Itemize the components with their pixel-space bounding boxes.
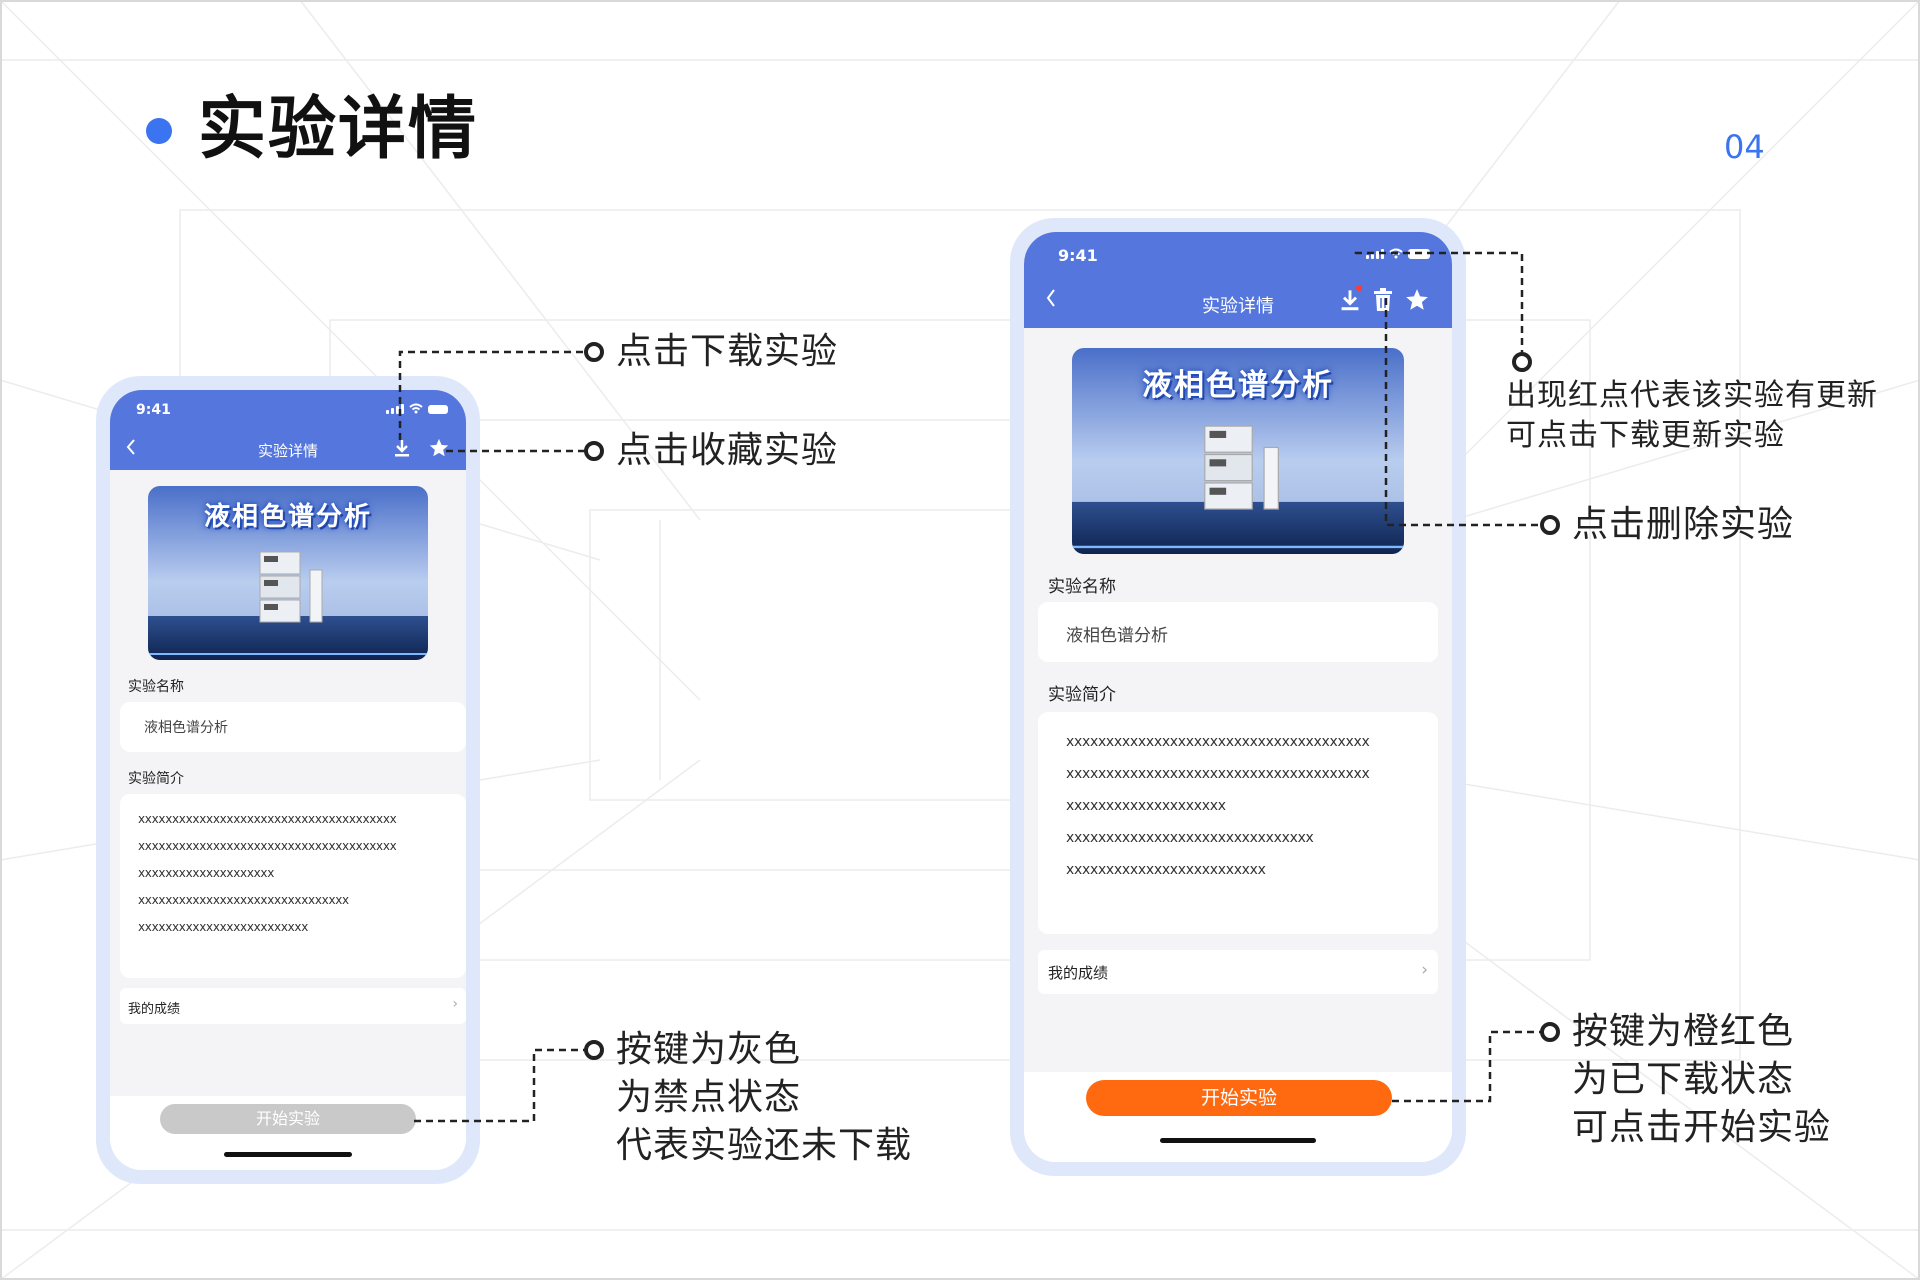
my-score-row[interactable]: 我的成绩 › — [120, 988, 466, 1024]
annotation-download: 点击下载实验 — [616, 331, 839, 372]
app-header-right: 9:41 实验详情 — [1024, 232, 1452, 328]
phone-mockup-left: 9:41 实验详情 — [96, 376, 480, 1184]
nav-title: 实验详情 — [1202, 296, 1274, 317]
annotation-orange-button-3: 可点击开始实验 — [1572, 1107, 1832, 1148]
delete-button[interactable] — [1372, 288, 1394, 316]
wifi-icon — [1389, 248, 1403, 259]
signal-icon — [1366, 249, 1384, 259]
annotation-favorite: 点击收藏实验 — [616, 430, 839, 471]
title-bullet — [146, 118, 172, 144]
start-experiment-button[interactable]: 开始实验 — [1086, 1080, 1392, 1116]
start-experiment-label: 开始实验 — [255, 1109, 320, 1128]
section-intro-label: 实验简介 — [128, 768, 184, 788]
home-indicator — [224, 1152, 352, 1157]
back-button[interactable] — [1044, 288, 1064, 310]
my-score-label: 我的成绩 — [128, 1002, 181, 1017]
intro-line: xxxxxxxxxxxxxxxxxxxxxxxxxxxxxxxxxxxxxx — [138, 812, 397, 826]
chevron-left-icon — [1046, 289, 1055, 307]
intro-line: xxxxxxxxxxxxxxxxxxxx — [1066, 798, 1226, 814]
download-icon — [395, 440, 409, 457]
favorite-button[interactable] — [428, 437, 450, 463]
start-experiment-label: 开始实验 — [1200, 1087, 1277, 1109]
phone-screen-right: 9:41 实验详情 — [1024, 232, 1452, 1162]
download-icon — [1341, 290, 1359, 311]
experiment-name-value: 液相色谱分析 — [144, 720, 228, 736]
battery-icon — [1408, 249, 1430, 259]
experiment-intro-card: xxxxxxxxxxxxxxxxxxxxxxxxxxxxxxxxxxxxxx x… — [1038, 712, 1438, 934]
intro-line: xxxxxxxxxxxxxxxxxxxxxxxxx — [1066, 862, 1266, 878]
chevron-left-icon — [126, 439, 135, 455]
chevron-right-icon: › — [1421, 960, 1428, 980]
experiment-name-value: 液相色谱分析 — [1066, 626, 1168, 646]
experiment-name-card: 液相色谱分析 — [120, 702, 466, 752]
annotation-grey-button-1: 按键为灰色 — [616, 1029, 802, 1070]
battery-icon — [428, 405, 448, 414]
my-score-label: 我的成绩 — [1048, 964, 1109, 982]
start-experiment-button[interactable]: 开始实验 — [160, 1104, 416, 1134]
banner-image — [148, 486, 428, 660]
section-name-label: 实验名称 — [128, 676, 184, 696]
status-icons — [1366, 248, 1430, 259]
intro-line: xxxxxxxxxxxxxxxxxxxx — [138, 866, 275, 880]
download-button[interactable] — [1338, 285, 1362, 316]
status-icons — [386, 403, 448, 414]
intro-line: xxxxxxxxxxxxxxxxxxxxxxxxxxxxxxxxxxxxxx — [1066, 734, 1370, 750]
status-time: 9:41 — [1058, 246, 1098, 265]
bottom-action-bar: 开始实验 — [110, 1096, 466, 1170]
annotation-red-dot-1: 出现红点代表该实验有更新 — [1506, 378, 1878, 413]
annotation-grey-button-2: 为禁点状态 — [616, 1077, 802, 1118]
section-name-label: 实验名称 — [1048, 572, 1116, 597]
banner-title: 液相色谱分析 — [1142, 368, 1334, 403]
wifi-icon — [409, 403, 423, 414]
annotation-delete: 点击删除实验 — [1572, 504, 1795, 545]
page-title: 实验详情 — [198, 90, 479, 169]
trash-icon — [1374, 288, 1392, 311]
annotation-orange-button-2: 为已下载状态 — [1572, 1059, 1795, 1100]
bottom-action-bar: 开始实验 — [1024, 1072, 1452, 1162]
star-icon — [429, 438, 449, 457]
signal-icon — [386, 404, 404, 414]
star-icon — [1406, 289, 1428, 310]
phone-mockup-right: 9:41 实验详情 — [1010, 218, 1466, 1176]
intro-line: xxxxxxxxxxxxxxxxxxxxxxxxxxxxxxx — [1066, 830, 1314, 846]
banner-title: 液相色谱分析 — [203, 502, 372, 532]
back-button[interactable] — [124, 438, 144, 458]
experiment-intro-card: xxxxxxxxxxxxxxxxxxxxxxxxxxxxxxxxxxxxxx x… — [120, 794, 466, 978]
status-time: 9:41 — [136, 402, 171, 418]
annotation-red-dot-2: 可点击下载更新实验 — [1506, 418, 1785, 453]
update-red-dot — [1356, 285, 1362, 291]
app-header-left: 9:41 实验详情 — [110, 390, 466, 470]
experiment-banner: 液相色谱分析 — [148, 486, 428, 660]
home-indicator — [1160, 1138, 1316, 1143]
intro-line: xxxxxxxxxxxxxxxxxxxxxxxxxxxxxxxxxxxxxx — [138, 839, 397, 853]
section-intro-label: 实验简介 — [1048, 680, 1116, 705]
experiment-banner: 液相色谱分析 — [1072, 348, 1404, 554]
intro-line: xxxxxxxxxxxxxxxxxxxxxxxxxxxxxxxxxxxxxx — [1066, 766, 1370, 782]
page-number: 04 — [1724, 128, 1765, 166]
download-button[interactable] — [392, 438, 412, 462]
my-score-row[interactable]: 我的成绩 › — [1038, 950, 1438, 994]
annotation-grey-button-3: 代表实验还未下载 — [616, 1125, 913, 1166]
favorite-button[interactable] — [1404, 287, 1430, 317]
phone-screen-left: 9:41 实验详情 — [110, 390, 466, 1170]
experiment-name-card: 液相色谱分析 — [1038, 602, 1438, 662]
intro-line: xxxxxxxxxxxxxxxxxxxxxxxxx — [138, 920, 309, 934]
intro-line: xxxxxxxxxxxxxxxxxxxxxxxxxxxxxxx — [138, 893, 349, 907]
annotation-orange-button-1: 按键为橙红色 — [1572, 1011, 1795, 1052]
banner-image — [1072, 348, 1404, 554]
chevron-right-icon: › — [452, 996, 458, 1012]
nav-title: 实验详情 — [257, 442, 318, 460]
